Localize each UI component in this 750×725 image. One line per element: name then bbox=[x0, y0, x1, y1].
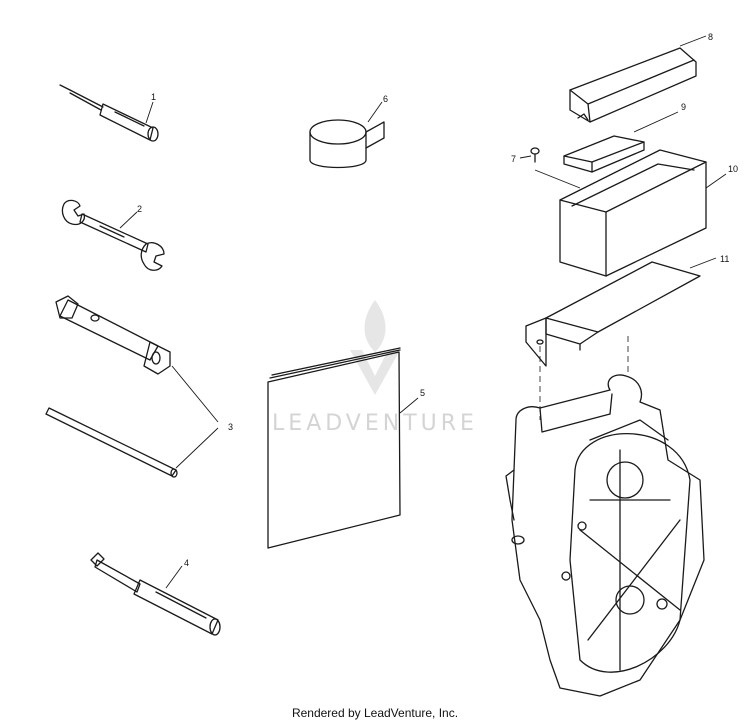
part-11-bracket[interactable] bbox=[525, 261, 701, 367]
callout-5: 5 bbox=[420, 388, 425, 398]
callout-9: 9 bbox=[681, 102, 686, 112]
part-2-wrench[interactable] bbox=[61, 199, 165, 271]
callout-11: 11 bbox=[720, 254, 729, 264]
callout-3: 3 bbox=[228, 422, 233, 432]
part-4-screwdriver[interactable] bbox=[90, 552, 221, 636]
watermark-logo-icon bbox=[350, 300, 400, 395]
part-10-tool-box[interactable] bbox=[559, 149, 707, 277]
callout-10: 10 bbox=[728, 164, 738, 174]
chaincase-housing[interactable] bbox=[505, 374, 705, 697]
callout-4: 4 bbox=[184, 558, 189, 568]
callout-7: 7 bbox=[511, 154, 516, 164]
callout-6: 6 bbox=[383, 94, 388, 104]
part-6-tape-roll[interactable] bbox=[309, 119, 385, 169]
watermark-text: LEADVENTURE bbox=[272, 411, 478, 436]
callout-8: 8 bbox=[708, 32, 713, 42]
part-3-tube-wrench[interactable] bbox=[55, 295, 171, 375]
part-9-foam-pad[interactable] bbox=[563, 135, 645, 173]
part-7-screw[interactable] bbox=[530, 147, 540, 163]
footer-credit: Rendered by LeadVenture, Inc. bbox=[291, 706, 459, 720]
callout-2: 2 bbox=[137, 204, 142, 214]
callout-1: 1 bbox=[151, 92, 156, 102]
watermark: LEADVENTURE bbox=[272, 300, 478, 436]
part-3-tommy-bar[interactable] bbox=[45, 407, 178, 478]
part-1-screwdriver[interactable] bbox=[59, 84, 159, 142]
mounting-guide-lines bbox=[539, 336, 629, 420]
part-8-box-lid[interactable] bbox=[569, 47, 697, 123]
part-5-manual[interactable] bbox=[267, 347, 401, 549]
